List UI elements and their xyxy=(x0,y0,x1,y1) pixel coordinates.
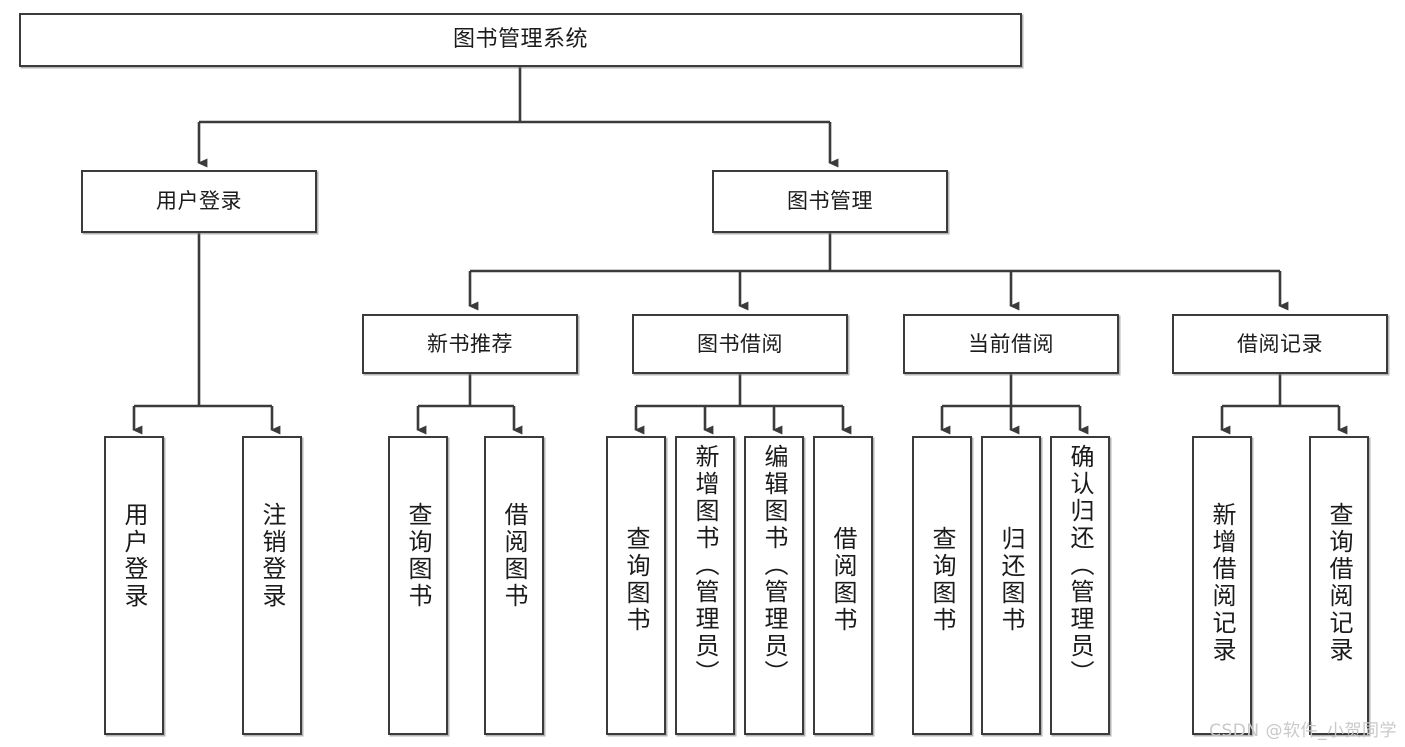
leaf-current-confirm-return-admin[interactable]: 确认归还（管理员） xyxy=(1050,436,1110,735)
leaf-user-login-logout[interactable]: 注销登录 xyxy=(242,436,302,735)
node-label: 图书借阅 xyxy=(697,331,783,356)
node-label: 借阅记录 xyxy=(1237,331,1323,356)
node-new-book-recommend[interactable]: 新书推荐 xyxy=(362,314,578,374)
node-book-borrow[interactable]: 图书借阅 xyxy=(632,314,848,374)
node-user-login[interactable]: 用户登录 xyxy=(81,170,317,233)
leaf-record-query-record[interactable]: 查询借阅记录 xyxy=(1309,436,1369,735)
leaf-user-login-login[interactable]: 用户登录 xyxy=(104,436,164,735)
leaf-borrow-edit-book-admin[interactable]: 编辑图书（管理员） xyxy=(744,436,804,735)
node-label: 确认归还（管理员） xyxy=(1066,444,1094,687)
node-root-system[interactable]: 图书管理系统 xyxy=(19,13,1022,67)
node-label: 查询图书 xyxy=(928,526,956,634)
node-label: 用户登录 xyxy=(120,502,148,610)
leaf-borrow-borrow-book[interactable]: 借阅图书 xyxy=(813,436,873,735)
node-borrow-record[interactable]: 借阅记录 xyxy=(1172,314,1388,374)
leaf-recommend-borrow-book[interactable]: 借阅图书 xyxy=(484,436,544,735)
node-label: 借阅图书 xyxy=(500,502,528,610)
leaf-borrow-add-book-admin[interactable]: 新增图书（管理员） xyxy=(675,436,735,735)
node-label: 图书管理系统 xyxy=(452,27,588,53)
node-label: 查询借阅记录 xyxy=(1325,502,1353,664)
node-label: 新增借阅记录 xyxy=(1208,502,1236,664)
node-label: 用户登录 xyxy=(156,189,242,214)
node-label: 借阅图书 xyxy=(829,526,857,634)
watermark-credit: CSDN @软件_小贺同学 xyxy=(1209,721,1397,741)
leaf-current-query-book[interactable]: 查询图书 xyxy=(912,436,972,735)
node-book-management[interactable]: 图书管理 xyxy=(712,170,948,233)
node-label: 归还图书 xyxy=(997,526,1025,634)
node-label: 图书管理 xyxy=(787,189,873,214)
node-label: 当前借阅 xyxy=(968,331,1054,356)
node-label: 新增图书（管理员） xyxy=(691,444,719,687)
node-label: 新书推荐 xyxy=(427,331,513,356)
leaf-record-add-record[interactable]: 新增借阅记录 xyxy=(1192,436,1252,735)
node-label: 注销登录 xyxy=(258,502,286,610)
leaf-current-return-book[interactable]: 归还图书 xyxy=(981,436,1041,735)
leaf-recommend-query-book[interactable]: 查询图书 xyxy=(388,436,448,735)
node-current-borrow[interactable]: 当前借阅 xyxy=(903,314,1119,374)
node-label: 查询图书 xyxy=(622,526,650,634)
node-label: 查询图书 xyxy=(404,502,432,610)
node-label: 编辑图书（管理员） xyxy=(760,444,788,687)
leaf-borrow-query-book[interactable]: 查询图书 xyxy=(606,436,666,735)
